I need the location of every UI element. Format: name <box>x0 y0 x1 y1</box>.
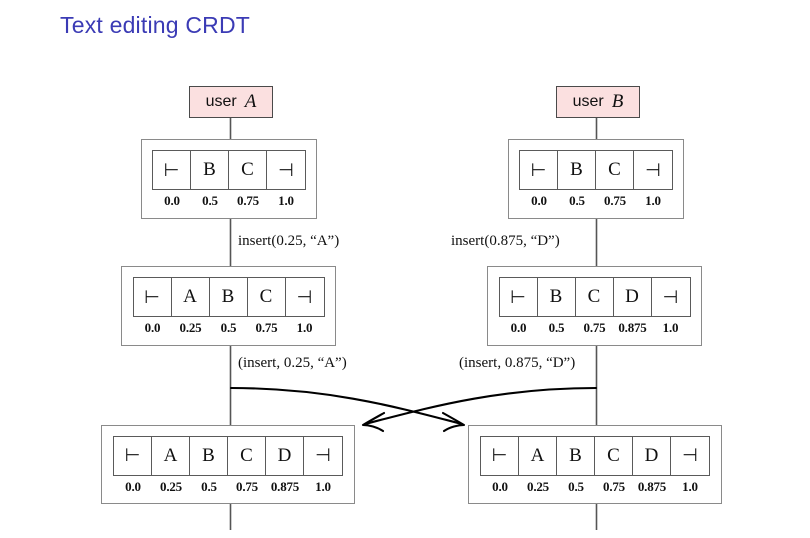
actor-label: user <box>572 93 604 110</box>
tick: 0.0 <box>164 193 180 208</box>
actor-label: user <box>205 93 237 110</box>
page-title: Text editing CRDT <box>60 12 251 38</box>
state-box-right-bottom[interactable]: ⊢ A B C D ⊣ 0.0 0.25 0.5 0.75 0.875 1.0 <box>468 425 722 504</box>
cell: A <box>519 436 557 475</box>
tick: 0.5 <box>220 320 237 335</box>
cell: ⊢ <box>153 151 191 189</box>
cell: B <box>558 151 596 189</box>
cell: ⊣ <box>267 151 305 189</box>
tick: 0.75 <box>236 478 258 494</box>
cell: ⊣ <box>671 436 709 475</box>
cell: B <box>537 278 576 316</box>
cell: ⊣ <box>285 278 324 316</box>
cells-row: ⊢ B C ⊣ <box>519 150 673 190</box>
tick: 0.0 <box>531 193 547 208</box>
cell: ⊣ <box>634 151 672 189</box>
tick: 0.5 <box>569 193 585 208</box>
cells-row: ⊢ B C ⊣ <box>152 150 306 190</box>
cell: C <box>228 436 266 475</box>
ticks-row: 0.0 0.25 0.5 0.75 0.875 1.0 <box>114 479 342 495</box>
tick: 1.0 <box>645 193 661 208</box>
actor-box-user-b[interactable]: user B <box>556 86 640 118</box>
ticks-row: 0.0 0.5 0.75 1.0 <box>153 193 305 209</box>
tick: 0.25 <box>179 320 202 335</box>
tick: 0.5 <box>202 193 218 208</box>
tick: 0.75 <box>603 478 625 494</box>
state-box-right-top[interactable]: ⊢ B C ⊣ 0.0 0.5 0.75 1.0 <box>508 139 684 219</box>
cell: ⊢ <box>520 151 558 189</box>
tick: 1.0 <box>278 193 294 208</box>
cell: C <box>575 278 614 316</box>
cell: D <box>633 436 671 475</box>
tick: 0.75 <box>583 320 606 335</box>
cell: B <box>209 278 248 316</box>
tick: 0.875 <box>270 478 300 494</box>
cell: C <box>595 436 633 475</box>
cells-row: ⊢ A B C D ⊣ <box>113 435 343 476</box>
cell: B <box>190 436 228 475</box>
message-label-right-to-left: (insert, 0.875, “D”) <box>459 355 576 371</box>
tick: 1.0 <box>682 478 698 494</box>
cell: D <box>266 436 304 475</box>
tick: 0.0 <box>510 320 527 335</box>
tick: 0.5 <box>568 478 584 494</box>
cell: C <box>229 151 267 189</box>
cells-row: ⊢ B C D ⊣ <box>498 277 691 317</box>
message-label-left-to-right: (insert, 0.25, “A”) <box>238 355 347 371</box>
tick: 0.0 <box>125 478 141 494</box>
state-box-left-bottom[interactable]: ⊢ A B C D ⊣ 0.0 0.25 0.5 0.75 0.875 1.0 <box>101 425 355 504</box>
message-arrow-right-to-left <box>363 386 598 426</box>
tick: 1.0 <box>662 320 679 335</box>
message-arrowhead-left <box>361 411 386 433</box>
ticks-row: 0.0 0.5 0.75 0.875 1.0 <box>500 320 690 336</box>
actor-box-user-a[interactable]: user A <box>189 86 273 118</box>
operation-label-left-local: insert(0.25, “A”) <box>238 233 340 249</box>
cell: C <box>596 151 634 189</box>
cells-row: ⊢ A B C D ⊣ <box>480 435 710 476</box>
ticks-row: 0.0 0.5 0.75 1.0 <box>520 193 672 209</box>
actor-identifier: B <box>611 91 624 112</box>
cell: ⊢ <box>133 278 172 316</box>
tick: 0.25 <box>160 478 182 494</box>
cell: B <box>557 436 595 475</box>
message-arrow-left-to-right <box>229 386 464 426</box>
tick: 0.25 <box>527 478 549 494</box>
cell: A <box>152 436 190 475</box>
state-box-left-middle[interactable]: ⊢ A B C ⊣ 0.0 0.25 0.5 0.75 1.0 <box>121 266 336 346</box>
tick: 0.875 <box>618 320 647 335</box>
cell: A <box>171 278 210 316</box>
cells-row: ⊢ A B C ⊣ <box>132 277 325 317</box>
state-box-left-top[interactable]: ⊢ B C ⊣ 0.0 0.5 0.75 1.0 <box>141 139 317 219</box>
tick: 0.0 <box>492 478 508 494</box>
tick: 0.5 <box>201 478 217 494</box>
tick: 1.0 <box>296 320 313 335</box>
tick: 1.0 <box>315 478 331 494</box>
tick: 0.75 <box>255 320 278 335</box>
message-arrowhead-right <box>441 411 466 433</box>
cell: B <box>191 151 229 189</box>
tick: 0.0 <box>144 320 161 335</box>
cell: C <box>247 278 286 316</box>
ticks-row: 0.0 0.25 0.5 0.75 0.875 1.0 <box>481 479 709 495</box>
cell: D <box>613 278 652 316</box>
cell: ⊢ <box>499 278 538 316</box>
tick: 0.75 <box>604 193 626 208</box>
state-box-right-middle[interactable]: ⊢ B C D ⊣ 0.0 0.5 0.75 0.875 1.0 <box>487 266 702 346</box>
cell: ⊢ <box>481 436 519 475</box>
tick: 0.875 <box>637 478 667 494</box>
cell: ⊢ <box>114 436 152 475</box>
tick: 0.5 <box>548 320 565 335</box>
cell: ⊣ <box>651 278 690 316</box>
cell: ⊣ <box>304 436 342 475</box>
operation-label-right-local: insert(0.875, “D”) <box>451 233 560 249</box>
tick: 0.75 <box>237 193 259 208</box>
actor-identifier: A <box>244 91 257 112</box>
ticks-row: 0.0 0.25 0.5 0.75 1.0 <box>134 320 324 336</box>
